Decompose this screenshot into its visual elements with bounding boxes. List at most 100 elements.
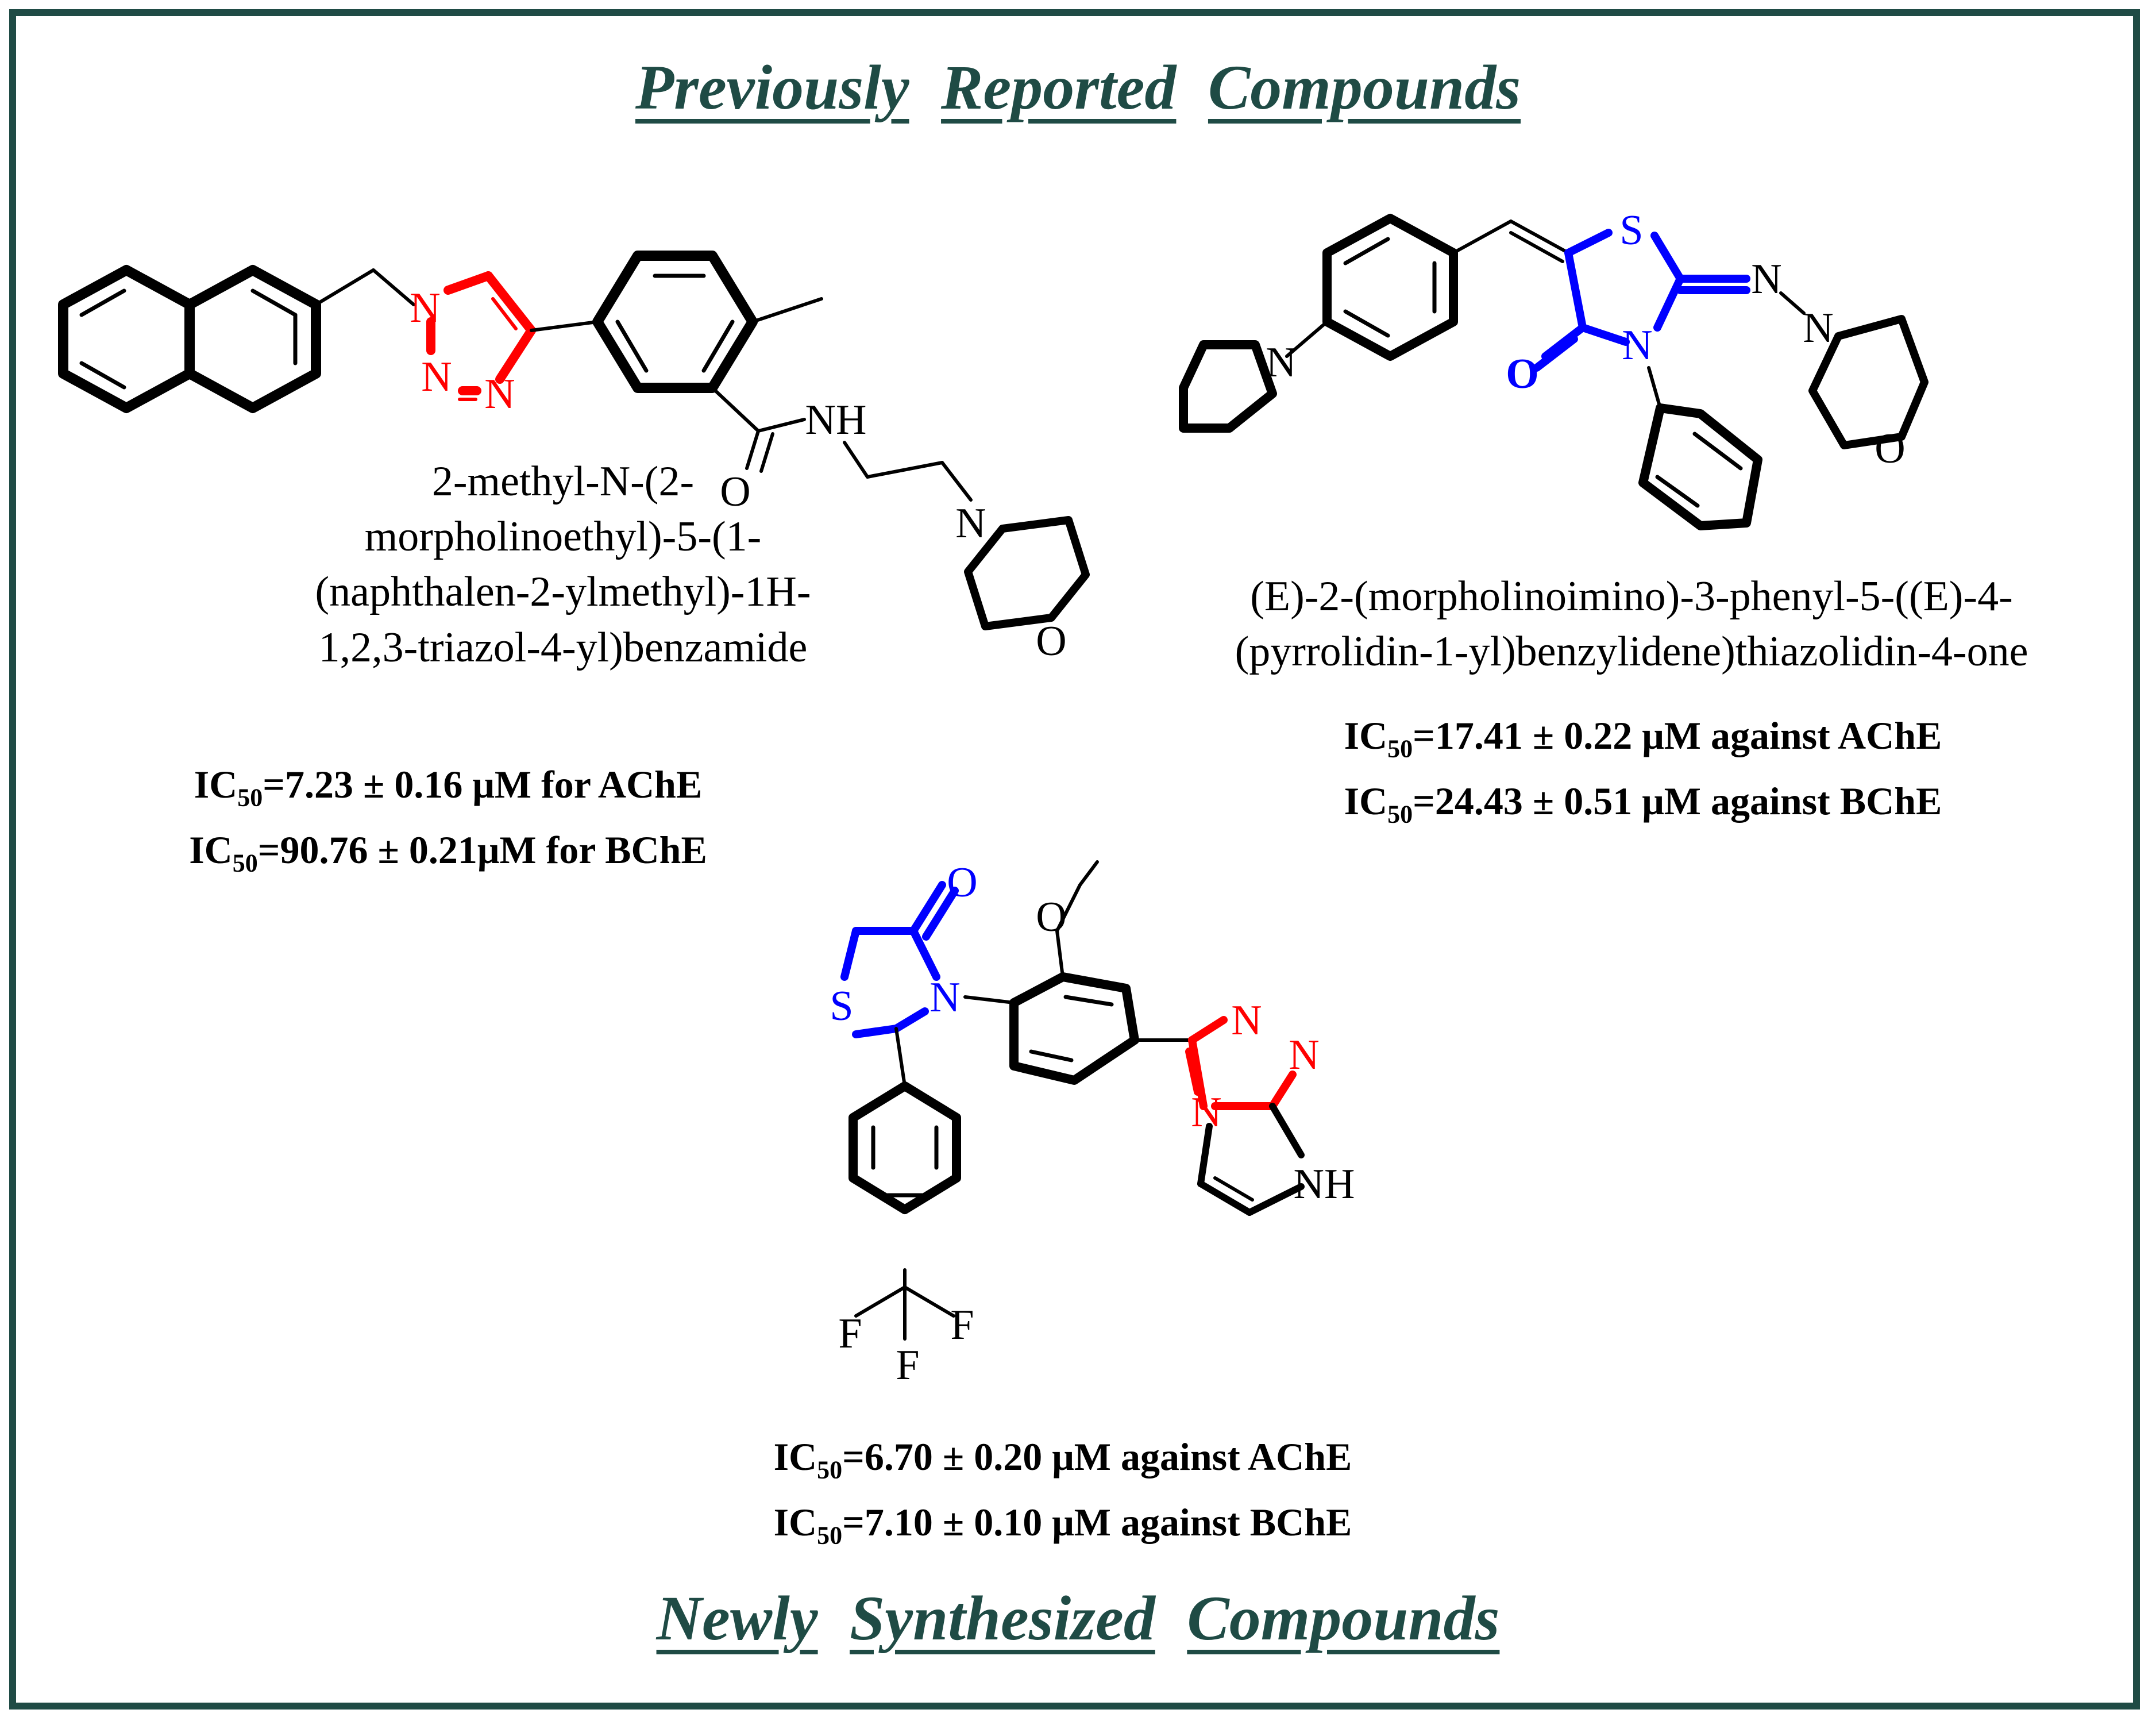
heading-word: Compounds (1208, 52, 1521, 122)
name-line: morpholinoethyl)-5-(1- (364, 513, 762, 561)
atom-label: N (410, 284, 440, 332)
atom-label: NH (805, 396, 867, 444)
ic50-prefix: IC (1344, 779, 1388, 823)
ic50-value: =6.70 ± 0.20 μM against AChE (842, 1435, 1352, 1479)
atom-label: N (1289, 1031, 1319, 1079)
compound3-structure (840, 860, 1305, 1341)
compound2-ic50: IC50=17.41 ± 0.22 μM against AChE IC50=2… (1235, 704, 2051, 835)
thiazolidinone-ring-3 (840, 881, 959, 1038)
compound3-ic50: IC50=6.70 ± 0.20 μM against AChE IC50=7.… (661, 1425, 1465, 1556)
ic50-line: IC50=17.41 ± 0.22 μM against AChE (1235, 704, 2051, 769)
atom-label: S (1619, 207, 1643, 254)
ic50-value: =7.23 ± 0.16 μM for AChE (263, 763, 703, 806)
pyrrolidine-aryl-bond (1285, 320, 1329, 358)
naphthalene-ring (58, 265, 321, 413)
ic50-line: IC50=6.70 ± 0.20 μM against AChE (661, 1425, 1465, 1491)
atom-label: N (484, 371, 515, 418)
ic50-value: =7.10 ± 0.10 μM against BChE (842, 1500, 1352, 1544)
naphthalene-inner-bonds (79, 288, 298, 390)
ic50-value: =24.43 ± 0.51 μM against BChE (1413, 779, 1942, 823)
heading-previously-reported: Previously Reported Compounds (0, 53, 2156, 122)
ic50-prefix: IC (1344, 714, 1388, 757)
phenyl-ring-2 (1638, 403, 1762, 530)
atom-label: O (947, 859, 977, 906)
ic50-line: IC50=7.23 ± 0.16 μM for AChE (103, 753, 793, 818)
fused-triazole-ring (1185, 1016, 1297, 1110)
atom-label: N (1622, 322, 1652, 369)
triazole-aryl-bond (530, 320, 599, 332)
ic50-line: IC50=7.10 ± 0.10 μM against BChE (661, 1491, 1465, 1556)
heading-word: Compounds (1187, 1583, 1500, 1653)
ic50-subscript: 50 (1387, 800, 1413, 829)
benzylidene-inner-bonds (1343, 237, 1437, 338)
atom-label: NH (1294, 1161, 1355, 1208)
ic50-subscript: 50 (1387, 734, 1413, 763)
atom-label: O (1036, 894, 1066, 941)
atom-label: O (1506, 351, 1539, 398)
atom-label: S (830, 983, 853, 1030)
ic50-subscript: 50 (237, 783, 263, 812)
triazole-inner-bonds (458, 297, 518, 401)
imidazole-inner-bond (1213, 1176, 1254, 1202)
morpholine-ring-1 (964, 516, 1090, 630)
name-line: 1,2,3-triazol-4-yl)benzamide (318, 623, 808, 671)
atom-label: N (1191, 1089, 1221, 1136)
atom-label: F (896, 1342, 919, 1389)
heading-word: Reported (941, 52, 1177, 122)
heading-word: Newly (656, 1583, 818, 1653)
ic50-value: =17.41 ± 0.22 μM against AChE (1413, 714, 1942, 757)
ic50-prefix: IC (773, 1500, 817, 1544)
phenyl-ring-2-inner-bonds (1655, 432, 1743, 508)
name-line: (naphthalen-2-ylmethyl)-1H- (315, 568, 811, 616)
ic50-line: IC50=90.76 ± 0.21μM for BChE (103, 818, 793, 884)
ic50-prefix: IC (194, 763, 238, 806)
triazole-ring (426, 271, 536, 395)
atom-label: F (838, 1310, 862, 1357)
atom-label: N (1803, 305, 1833, 352)
methoxyphenyl-ring (1009, 972, 1139, 1085)
heading-newly-synthesized: Newly Synthesized Compounds (0, 1584, 2156, 1653)
name-line: (E)-2-(morpholinoimino)-3-phenyl-5-((E)-… (1250, 573, 2013, 620)
imidazole-ring (1197, 1103, 1305, 1216)
ic50-prefix: IC (773, 1435, 817, 1479)
methylene-bonds (314, 268, 415, 306)
compound3-linker-bonds (854, 860, 1194, 1341)
methoxyphenyl-inner-bonds (1029, 995, 1114, 1062)
atom-label: N (1231, 997, 1262, 1044)
heading-word: Previously (635, 52, 909, 122)
thiazolidinone-ring-2 (1533, 229, 1750, 372)
morpholine-ring-2 (1808, 315, 1929, 449)
ic50-subscript: 50 (817, 1456, 843, 1484)
atom-label: O (1036, 618, 1066, 665)
atom-label: N (1266, 339, 1296, 386)
atom-label: O (1875, 425, 1905, 472)
compound1-ic50: IC50=7.23 ± 0.16 μM for AChE IC50=90.76 … (103, 753, 793, 884)
trifluorophenyl-inner-bonds (871, 1125, 939, 1198)
ic50-prefix: IC (189, 827, 233, 872)
ic50-line: IC50=24.43 ± 0.51 μM against BChE (1235, 769, 2051, 835)
compound1-structure (58, 251, 1090, 630)
benzamide-inner-bonds (615, 274, 735, 373)
name-line: (pyrrolidin-1-yl)benzylidene)thiazolidin… (1235, 628, 2028, 676)
ic50-subscript: 50 (817, 1521, 843, 1550)
pyrrolidine-ring (1179, 340, 1277, 433)
atom-label: N (929, 974, 960, 1021)
atom-label: N (955, 500, 986, 547)
vinyl-bonds (1452, 220, 1570, 263)
trifluorophenyl-ring (848, 1081, 961, 1214)
compound2-structure (1179, 214, 1929, 530)
ic50-value: =90.76 ± 0.21μM for BChE (257, 827, 707, 872)
atom-label: F (950, 1302, 974, 1349)
figure-frame (9, 9, 2140, 1710)
atom-label: O (720, 468, 750, 515)
compound2-name: (E)-2-(morpholinoimino)-3-phenyl-5-((E)-… (1160, 569, 2103, 679)
atom-label: N (1751, 256, 1781, 303)
compound1-name: 2-methyl-N-(2- morpholinoethyl)-5-(1- (n… (276, 454, 850, 675)
name-line: 2-methyl-N-(2- (431, 458, 695, 505)
hydrazone-bonds (1647, 291, 1806, 410)
ic50-subscript: 50 (232, 849, 258, 877)
atom-label: N (421, 353, 452, 401)
heading-word: Synthesized (850, 1583, 1155, 1653)
amide-chain-bonds (711, 297, 973, 502)
